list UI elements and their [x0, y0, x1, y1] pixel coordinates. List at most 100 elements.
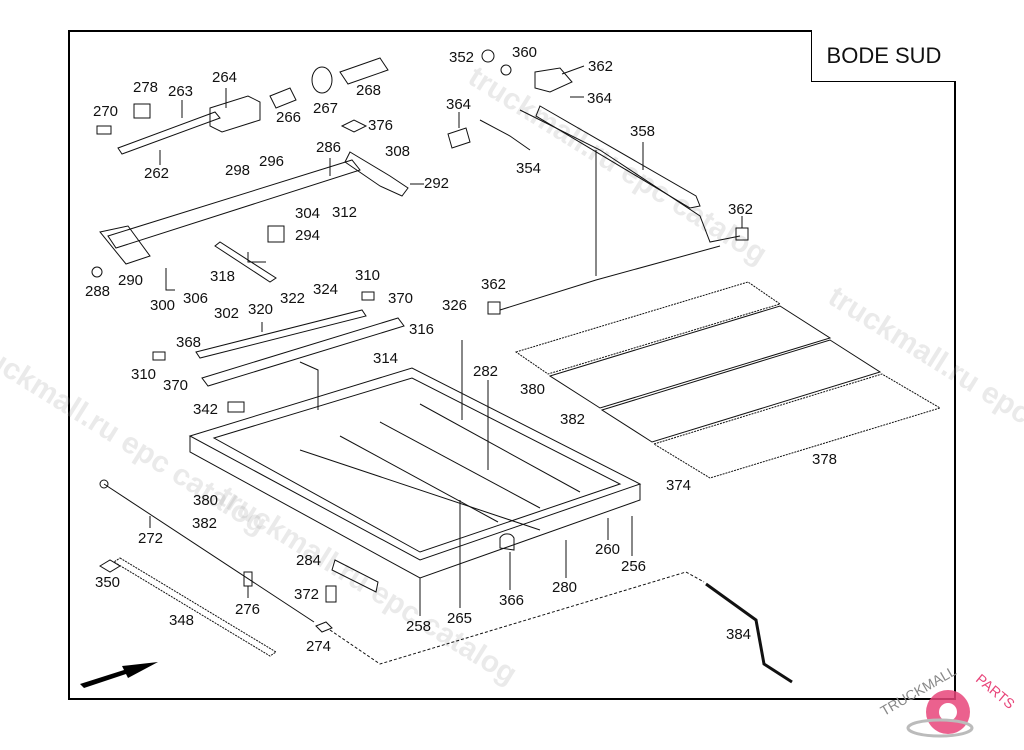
- part-crossbar: [379, 421, 541, 509]
- part-272-cable: [103, 483, 315, 623]
- callout-374: 374: [666, 477, 692, 494]
- part-384-crank: [705, 582, 793, 684]
- part-267: [311, 66, 333, 94]
- callout-262: 262: [144, 165, 170, 182]
- callout-268: 268: [356, 82, 382, 99]
- part-wire-harness: [519, 109, 741, 243]
- callout-288: 288: [85, 283, 111, 300]
- callout-348: 348: [169, 612, 195, 629]
- callout-314: 314: [373, 350, 399, 367]
- callout-384: 384: [726, 626, 752, 643]
- part-274: [315, 621, 333, 633]
- callout-358: 358: [630, 123, 656, 140]
- callout-380: 380: [193, 492, 219, 509]
- part-364-clip: [447, 127, 471, 149]
- callout-316: 316: [409, 321, 435, 338]
- part-292-bracket: [344, 151, 409, 197]
- callout-366: 366: [499, 592, 525, 609]
- part-282-rail: [419, 403, 581, 493]
- part-342: [227, 401, 245, 413]
- part-302-actuator: [201, 317, 405, 387]
- callout-290: 290: [118, 272, 144, 289]
- callout-382: 382: [560, 411, 586, 428]
- part-358-chain: [535, 105, 701, 209]
- callout-372: 372: [294, 586, 320, 603]
- callout-310: 310: [355, 267, 381, 284]
- diagram-title: BODE SUD: [811, 30, 956, 82]
- callout-298: 298: [225, 162, 251, 179]
- callout-282: 282: [473, 363, 499, 380]
- callout-342: 342: [193, 401, 219, 418]
- callout-354: 354: [516, 160, 542, 177]
- callout-272: 272: [138, 530, 164, 547]
- callout-266: 266: [276, 109, 302, 126]
- part-310: [152, 351, 166, 361]
- callout-362: 362: [728, 201, 754, 218]
- callout-370: 370: [388, 290, 414, 307]
- part-286-bar: [107, 159, 361, 249]
- callout-265: 265: [447, 610, 473, 627]
- part-376: [340, 119, 368, 133]
- part-366-cap: [499, 533, 515, 551]
- part-284-spring: [331, 559, 379, 593]
- callout-324: 324: [313, 281, 339, 298]
- callout-267: 267: [313, 100, 339, 117]
- callout-376: 376: [368, 117, 394, 134]
- callout-286: 286: [316, 139, 342, 156]
- callout-352: 352: [449, 49, 475, 66]
- callout-256: 256: [621, 558, 647, 575]
- part-270: [96, 125, 112, 135]
- callout-270: 270: [93, 103, 119, 120]
- callout-280: 280: [552, 579, 578, 596]
- gear-icon: [906, 690, 974, 738]
- part-wire-to-362: [499, 245, 721, 311]
- callout-364: 364: [446, 96, 472, 113]
- part-rail: [299, 449, 541, 531]
- part-265-crossbar: [339, 435, 499, 523]
- part-360: [500, 64, 512, 76]
- callout-296: 296: [259, 153, 285, 170]
- callout-326: 326: [442, 297, 468, 314]
- part-362: [735, 227, 749, 241]
- part-352: [481, 49, 495, 63]
- callout-350: 350: [95, 574, 121, 591]
- leader: [165, 268, 175, 291]
- callout-276: 276: [235, 601, 261, 618]
- part-350: [99, 559, 121, 573]
- leader: [247, 252, 266, 263]
- callout-312: 312: [332, 204, 358, 221]
- callout-362: 362: [481, 276, 507, 293]
- part-294: [267, 225, 285, 243]
- leader: [299, 361, 319, 410]
- part-wire-harness: [479, 119, 531, 151]
- part-310: [361, 291, 375, 301]
- callout-362: 362: [588, 58, 614, 75]
- orientation-arrow-icon: [80, 662, 158, 688]
- callout-278: 278: [133, 79, 159, 96]
- callout-304: 304: [295, 205, 321, 222]
- callout-258: 258: [406, 618, 432, 635]
- callout-284: 284: [296, 552, 322, 569]
- callout-320: 320: [248, 301, 274, 318]
- callout-364: 364: [587, 90, 613, 107]
- callout-382: 382: [192, 515, 218, 532]
- callout-368: 368: [176, 334, 202, 351]
- part-348-strip: [113, 557, 277, 657]
- callout-274: 274: [306, 638, 332, 655]
- part-368-rod: [195, 309, 367, 359]
- part-272-end: [99, 479, 109, 489]
- leader: [561, 65, 585, 75]
- part-frame-top: [188, 367, 642, 561]
- part-290-plate: [99, 225, 151, 265]
- callout-318: 318: [210, 268, 236, 285]
- callout-264: 264: [212, 69, 238, 86]
- part-378-panel: [600, 339, 882, 443]
- callout-310: 310: [131, 366, 157, 383]
- part-263-strap: [117, 111, 221, 155]
- part-288: [91, 266, 103, 278]
- callout-294: 294: [295, 227, 321, 244]
- reference-line: [329, 571, 705, 665]
- callout-306: 306: [183, 290, 209, 307]
- part-362-motor: [534, 67, 573, 93]
